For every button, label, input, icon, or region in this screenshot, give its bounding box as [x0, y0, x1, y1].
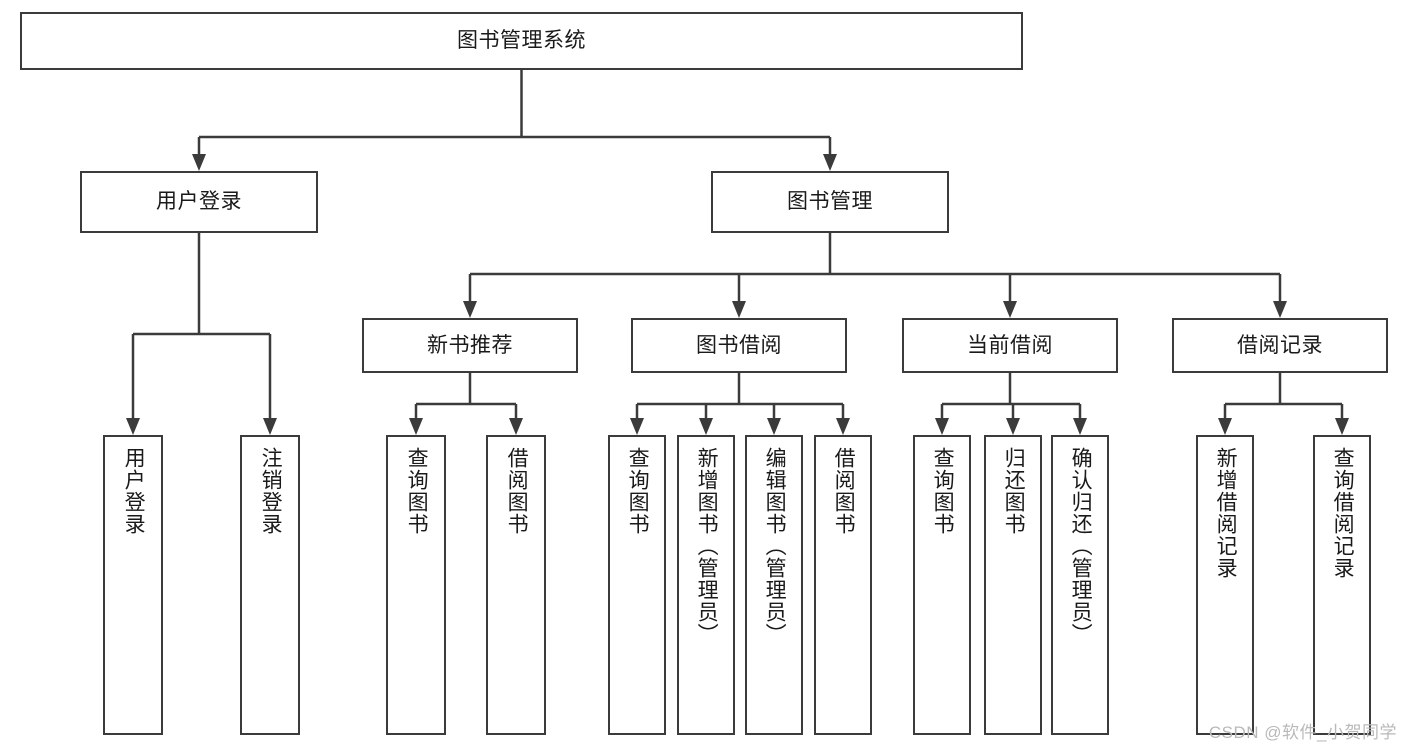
node-label: 查询图书: [405, 447, 429, 535]
arrowhead-icon: [263, 418, 277, 435]
node-label: 查询借阅记录: [1331, 447, 1355, 579]
node-leaf-return-book[interactable]: 归还图书: [984, 435, 1042, 735]
node-label: 归还图书: [1002, 447, 1026, 535]
node-leaf-user-login[interactable]: 用户登录: [103, 435, 163, 735]
node-leaf-borrow-book[interactable]: 借阅图书: [814, 435, 872, 735]
arrowhead-icon: [1335, 418, 1349, 435]
arrowhead-icon: [935, 418, 949, 435]
node-label: 新增图书（管理员）: [695, 447, 719, 645]
arrowhead-icon: [509, 418, 523, 435]
watermark: CSDN @软件_小贺同学: [1208, 723, 1397, 742]
node-leaf-add-book-admin[interactable]: 新增图书（管理员）: [677, 435, 735, 735]
arrowhead-icon: [1006, 418, 1020, 435]
node-label: 注销登录: [259, 447, 283, 535]
node-label: 用户登录: [122, 447, 146, 535]
node-borrow-record[interactable]: 借阅记录: [1172, 318, 1388, 373]
arrowhead-icon: [836, 418, 850, 435]
node-leaf-borrow-query-book[interactable]: 查询图书: [608, 435, 666, 735]
node-leaf-cur-query-book[interactable]: 查询图书: [913, 435, 971, 735]
node-leaf-query-record[interactable]: 查询借阅记录: [1313, 435, 1371, 735]
node-label: 查询图书: [626, 447, 650, 535]
node-leaf-confirm-return-admin[interactable]: 确认归还（管理员）: [1051, 435, 1109, 735]
arrowhead-icon: [823, 154, 837, 171]
arrowhead-icon: [192, 154, 206, 171]
arrowhead-icon: [1218, 418, 1232, 435]
node-label: 借阅记录: [1237, 333, 1323, 357]
node-label: 查询图书: [931, 447, 955, 535]
node-current-borrow[interactable]: 当前借阅: [902, 318, 1118, 373]
node-book-borrow[interactable]: 图书借阅: [631, 318, 847, 373]
node-label: 借阅图书: [505, 447, 529, 535]
node-label: 图书管理: [787, 190, 873, 214]
node-label: 当前借阅: [967, 333, 1053, 357]
node-label: 用户登录: [156, 190, 242, 214]
node-leaf-rec-borrow-book[interactable]: 借阅图书: [486, 435, 546, 735]
node-label: 新书推荐: [427, 333, 513, 357]
arrowhead-icon: [732, 301, 746, 318]
arrowhead-icon: [699, 418, 713, 435]
arrowhead-icon: [409, 418, 423, 435]
node-root[interactable]: 图书管理系统: [20, 12, 1023, 70]
node-user-login[interactable]: 用户登录: [80, 171, 318, 233]
arrowhead-icon: [1273, 301, 1287, 318]
arrowhead-icon: [463, 301, 477, 318]
arrowhead-icon: [126, 418, 140, 435]
node-label: 图书管理系统: [457, 29, 586, 53]
node-book-manage[interactable]: 图书管理: [711, 171, 949, 233]
node-leaf-logout[interactable]: 注销登录: [240, 435, 300, 735]
arrowhead-icon: [1003, 301, 1017, 318]
node-new-book-rec[interactable]: 新书推荐: [362, 318, 578, 373]
node-label: 确认归还（管理员）: [1069, 447, 1093, 645]
node-label: 编辑图书（管理员）: [763, 447, 787, 645]
node-leaf-rec-query-book[interactable]: 查询图书: [386, 435, 446, 735]
arrowhead-icon: [1073, 418, 1087, 435]
node-label: 新增借阅记录: [1214, 447, 1238, 579]
node-label: 借阅图书: [832, 447, 856, 535]
arrowhead-icon: [767, 418, 781, 435]
arrowhead-icon: [630, 418, 644, 435]
node-leaf-add-record[interactable]: 新增借阅记录: [1196, 435, 1254, 735]
node-label: 图书借阅: [696, 333, 782, 357]
node-leaf-edit-book-admin[interactable]: 编辑图书（管理员）: [745, 435, 803, 735]
